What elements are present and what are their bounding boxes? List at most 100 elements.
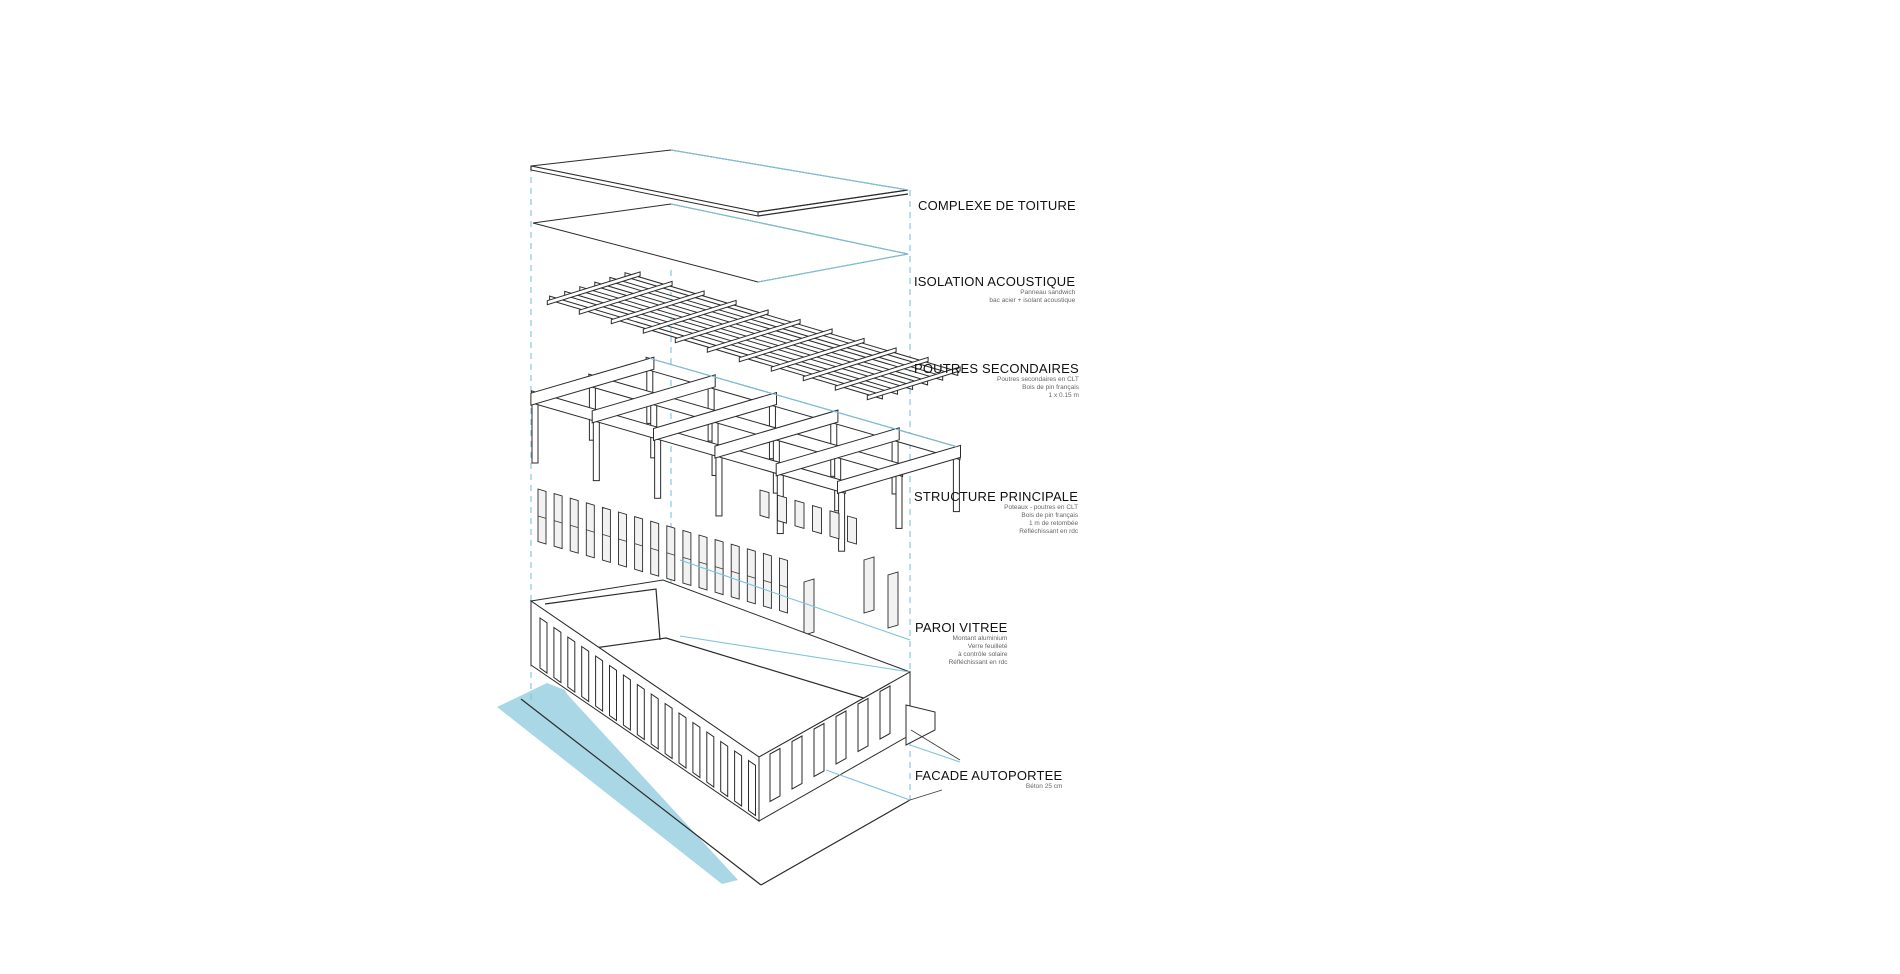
facade-opening: [791, 735, 803, 790]
structure-edge: [649, 357, 957, 448]
glass-mullion: [602, 534, 611, 538]
glass-panel: [634, 515, 644, 573]
label-secondary-beams-line: Bois de pin français: [1022, 384, 1079, 391]
column: [838, 484, 846, 552]
label-acoustic-line: bac acier + isolant acoustique: [989, 297, 1076, 304]
glass-panel: [863, 556, 875, 614]
label-glass-wall-title: PAROI VITREE: [915, 620, 1008, 635]
label-main-structure: STRUCTURE PRINCIPALE Poteaux - poutres e…: [914, 489, 1078, 536]
facade-opening: [835, 710, 847, 765]
label-roof-title: COMPLEXE DE TOITURE: [918, 198, 1076, 213]
secondary-beam: [674, 309, 769, 344]
glass-mullion: [698, 561, 708, 565]
glass-panel: [777, 494, 787, 524]
main-beam: [591, 374, 716, 424]
label-main-structure-title: STRUCTURE PRINCIPALE: [914, 489, 1079, 504]
secondary-beam: [770, 337, 865, 372]
layer-secondary-beams-drawing: [546, 271, 961, 401]
facade-opening: [553, 626, 562, 684]
layer-main-structure-drawing: [530, 356, 961, 552]
facade-opening: [857, 697, 869, 753]
label-secondary-beams-line: 1 x 0.15 m: [1048, 392, 1079, 399]
facade-opening: [706, 731, 715, 788]
label-facade-line: Béton 25 cm: [1025, 783, 1063, 790]
facade-opening: [748, 759, 756, 817]
secondary-beam: [866, 366, 961, 401]
glass-mullion: [570, 524, 579, 528]
glass-panel: [569, 497, 579, 554]
main-beam: [714, 409, 839, 459]
label-acoustic-line: Panneau sandwich: [1020, 289, 1076, 296]
facade-opening: [622, 674, 631, 731]
glass-panel: [698, 534, 708, 591]
label-glass-wall-line: Réfléchissant en rdc: [948, 659, 1008, 666]
secondary-beam: [738, 328, 833, 363]
main-beam: [837, 444, 961, 495]
base-line: [520, 698, 762, 886]
glass-edge: [679, 559, 911, 641]
label-glass-wall-line: Montant aluminium: [952, 635, 1008, 642]
label-glass-wall-line: à contrôle solaire: [957, 651, 1008, 658]
glass-mullion: [747, 575, 756, 579]
main-beam: [653, 391, 777, 442]
label-secondary-beams: POUTRES SECONDAIRES Poutres secondaires …: [914, 361, 1079, 400]
column: [592, 414, 600, 482]
main-beam: [530, 356, 655, 406]
glass-mullion: [618, 538, 627, 542]
facade-annex: [905, 704, 936, 746]
layer-roof-drawing: [530, 149, 909, 217]
glass-panel: [794, 499, 805, 529]
glass-panel: [585, 502, 595, 559]
glass-mullion: [731, 570, 740, 574]
glass-mullion: [714, 566, 724, 570]
base-line: [909, 789, 943, 801]
layer-facade-drawing: [520, 579, 961, 886]
label-main-structure-line: 1 m de retombée: [1028, 520, 1079, 527]
facade-opening: [609, 664, 617, 722]
glass-mullion: [650, 547, 659, 551]
glass-panel: [812, 505, 822, 535]
facade-edge: [679, 635, 911, 673]
glass-panel: [682, 529, 692, 587]
secondary-beam: [802, 347, 897, 382]
facade-opening: [664, 702, 673, 760]
glass-mullion: [666, 552, 675, 556]
column: [895, 467, 903, 529]
column: [715, 449, 723, 517]
label-main-structure-line: Bois de pin français: [1021, 512, 1079, 519]
glass-panel: [666, 525, 676, 582]
base-line: [760, 799, 911, 886]
secondary-beam: [578, 280, 673, 315]
facade-opening: [581, 645, 590, 703]
label-roof: COMPLEXE DE TOITURE: [918, 198, 1076, 213]
glass-panel: [537, 488, 547, 545]
label-main-structure-line: Poteaux - poutres en CLT: [1004, 504, 1079, 511]
facade-opening: [720, 740, 729, 798]
glass-panel: [714, 538, 724, 596]
facade-opening: [879, 685, 891, 740]
glass-panel: [803, 578, 815, 636]
glass-mullion: [779, 584, 788, 588]
facade-opening: [567, 636, 576, 693]
label-acoustic-title: ISOLATION ACOUSTIQUE: [914, 274, 1076, 289]
glass-panel: [730, 543, 740, 600]
label-facade-title: FACADE AUTOPORTEE: [915, 768, 1063, 783]
secondary-beam: [642, 299, 737, 334]
facade-opening: [539, 617, 548, 674]
facade-inner-edge: [544, 588, 661, 641]
glass-panel: [553, 492, 563, 550]
secondary-beam: [546, 271, 641, 306]
label-glass-wall: PAROI VITREE Montant aluminium Verre feu…: [915, 620, 1007, 667]
glass-panel: [618, 511, 627, 568]
glass-mullion: [682, 557, 692, 561]
layer-acoustic-drawing: [532, 203, 909, 283]
facade-opening: [650, 693, 659, 750]
facade-opening: [813, 722, 825, 778]
label-secondary-beams-line: Poutres secondaires en CLT: [996, 376, 1079, 383]
base-blue-line: [825, 769, 911, 801]
facade-opening: [636, 683, 645, 741]
facade-opening: [692, 721, 701, 779]
glass-mullion: [553, 520, 563, 524]
